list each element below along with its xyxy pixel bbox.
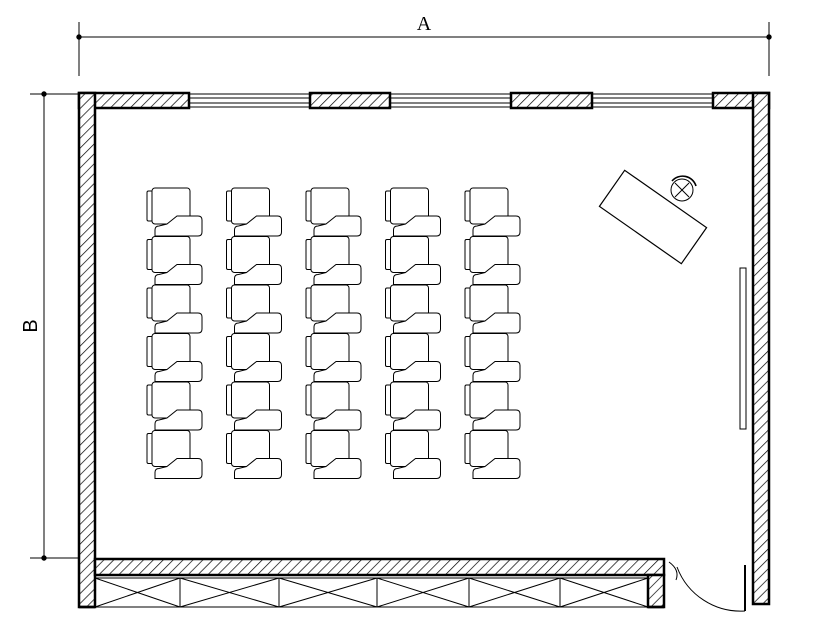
student-chair bbox=[464, 333, 521, 382]
window bbox=[390, 93, 511, 108]
student-chair bbox=[226, 430, 282, 479]
student-chair bbox=[305, 187, 362, 237]
student-chair bbox=[464, 284, 521, 334]
student-chair bbox=[146, 187, 203, 237]
student-chair bbox=[305, 284, 362, 334]
student-chair bbox=[464, 236, 521, 285]
top-wall-segment bbox=[308, 91, 392, 110]
blackboard bbox=[739, 267, 747, 430]
student-chair bbox=[464, 381, 521, 431]
student-chair bbox=[146, 236, 203, 285]
left-wall bbox=[77, 91, 97, 609]
storage-cabinets bbox=[94, 574, 649, 608]
student-chair bbox=[385, 381, 441, 431]
student-chair bbox=[146, 333, 203, 382]
student-chair bbox=[305, 333, 362, 382]
windows bbox=[189, 93, 713, 108]
student-chair bbox=[305, 236, 362, 285]
bottom-wall-end bbox=[646, 573, 666, 609]
teacher-desk bbox=[598, 169, 708, 265]
student-chair bbox=[226, 187, 282, 237]
dimension-a-label: A bbox=[417, 13, 432, 35]
teacher-chair bbox=[670, 175, 697, 202]
student-chair bbox=[146, 430, 203, 479]
door bbox=[668, 561, 746, 612]
window bbox=[592, 93, 713, 108]
dimension-a bbox=[76, 22, 772, 76]
dimension-b-label: B bbox=[20, 319, 42, 332]
student-chair bbox=[226, 236, 282, 285]
student-chair bbox=[464, 187, 521, 237]
top-wall-segment bbox=[509, 91, 594, 110]
student-chair bbox=[226, 333, 282, 382]
student-chair bbox=[146, 381, 203, 431]
right-wall bbox=[751, 91, 771, 606]
student-chair bbox=[385, 187, 441, 237]
student-chair bbox=[226, 381, 282, 431]
student-seating bbox=[146, 187, 521, 479]
bottom-wall bbox=[93, 557, 666, 577]
student-chair bbox=[385, 333, 441, 382]
student-chair bbox=[385, 430, 441, 479]
student-chair bbox=[464, 430, 521, 479]
student-chair bbox=[385, 284, 441, 334]
dimension-b bbox=[30, 91, 78, 561]
student-chair bbox=[305, 381, 362, 431]
student-chair bbox=[146, 284, 203, 334]
student-chair bbox=[226, 284, 282, 334]
student-chair bbox=[385, 236, 441, 285]
window bbox=[189, 93, 310, 108]
student-chair bbox=[305, 430, 362, 479]
